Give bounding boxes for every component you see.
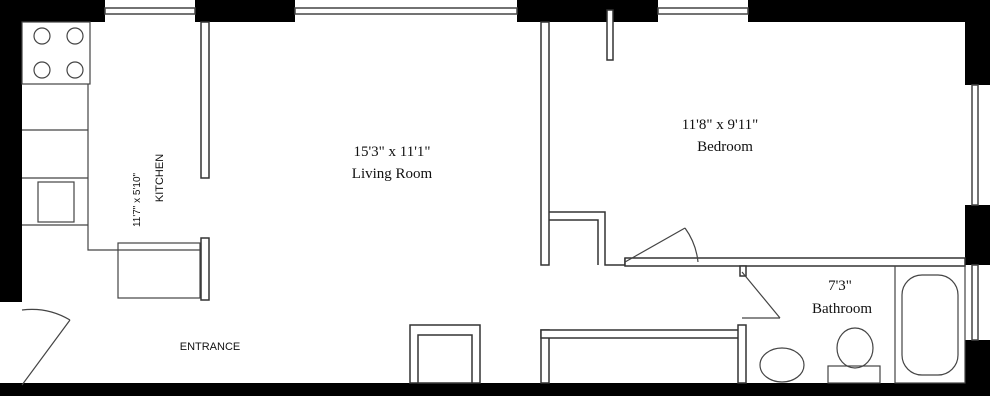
kitchen-label: KITCHEN xyxy=(154,154,166,202)
entrance-label: ENTRANCE xyxy=(180,341,241,353)
living-room-dimensions: 15'3" x 11'1" xyxy=(353,144,430,160)
windows xyxy=(104,7,979,341)
doors xyxy=(21,227,781,386)
kitchen-dimensions: 11'7" x 5'10" xyxy=(132,173,143,228)
bedroom-dimensions: 11'8" x 9'11" xyxy=(682,117,759,133)
bedroom-label: Bedroom xyxy=(697,139,753,155)
bathroom-dimensions: 7'3" xyxy=(828,278,852,294)
living-room-label: Living Room xyxy=(352,166,433,182)
kitchen-fixtures xyxy=(21,21,201,299)
bathroom-fixtures xyxy=(759,265,966,384)
bathroom-label: Bathroom xyxy=(812,301,872,317)
interior-walls xyxy=(200,9,966,384)
